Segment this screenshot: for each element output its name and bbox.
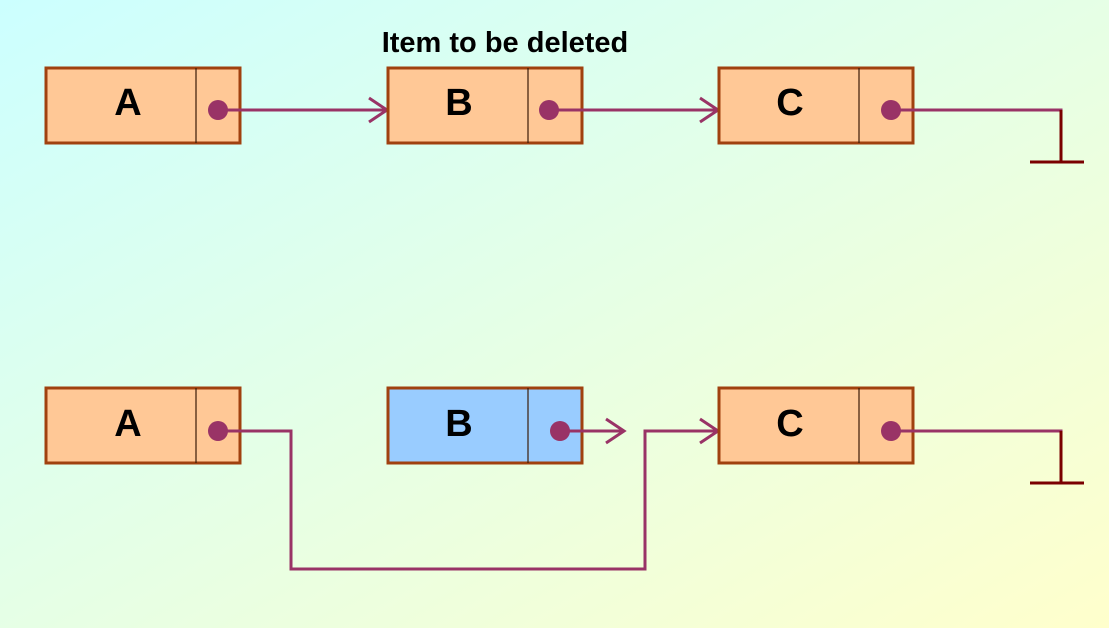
- node-box: [717, 66, 915, 145]
- after-node-a: A: [44, 386, 242, 465]
- node-label: A: [114, 82, 141, 124]
- before-node-a: A: [44, 66, 242, 145]
- before-list: A B C: [44, 66, 1084, 164]
- node-box: [386, 386, 584, 465]
- node-label: C: [776, 82, 803, 124]
- node-label: C: [776, 403, 803, 445]
- node-label: B: [445, 403, 472, 445]
- after-list: A B C: [44, 386, 1084, 571]
- node-box: [44, 386, 242, 465]
- deleted-item-caption: Item to be deleted: [382, 27, 629, 59]
- node-box: [44, 66, 242, 145]
- after-node-c: C: [717, 386, 915, 465]
- after-pointer-b-dangling-arrow: [560, 417, 627, 445]
- node-box: [717, 386, 915, 465]
- before-node-b: B: [386, 66, 584, 145]
- node-label: A: [114, 403, 141, 445]
- before-node-c: C: [717, 66, 915, 145]
- after-node-b-deleted: B: [386, 386, 584, 465]
- node-label: B: [445, 82, 472, 124]
